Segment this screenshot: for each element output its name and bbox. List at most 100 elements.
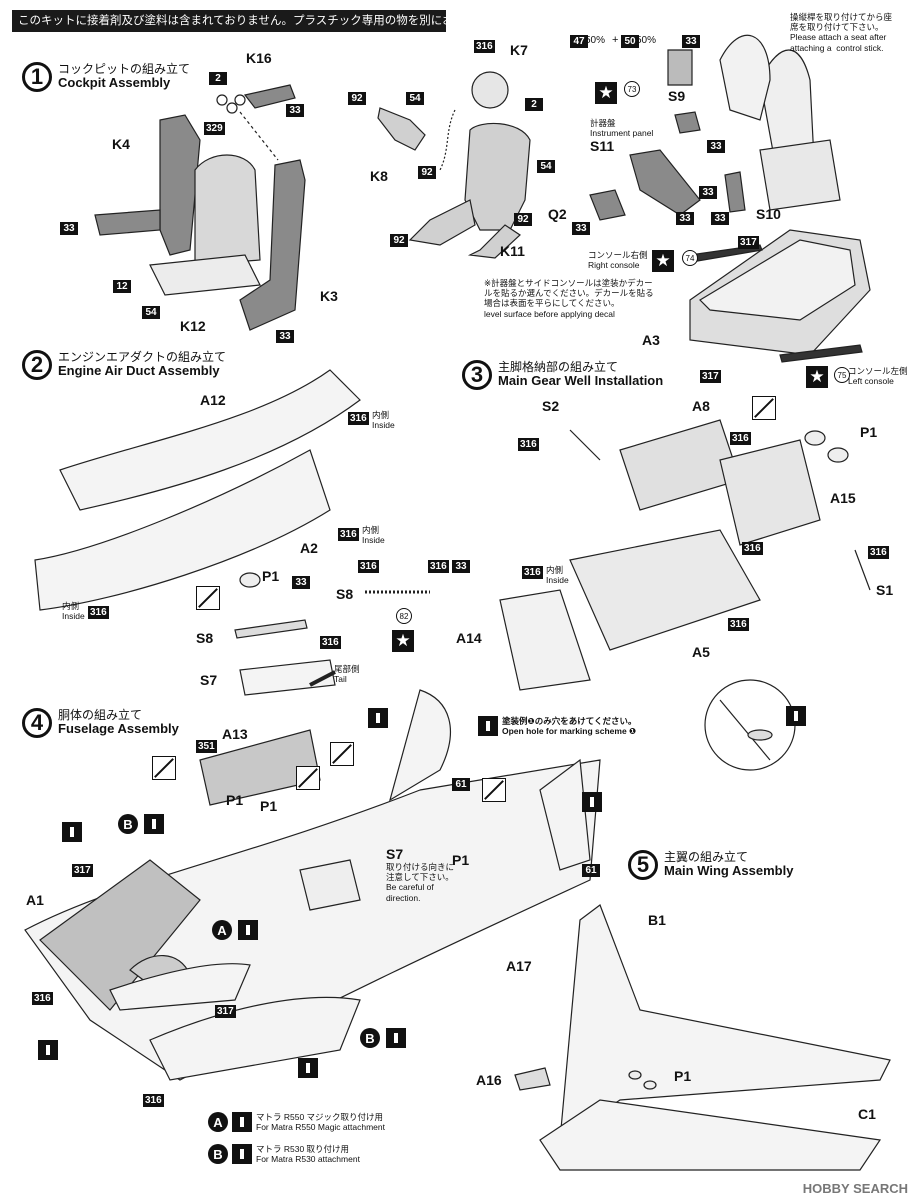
part-k16-shape xyxy=(243,84,296,109)
part-label: B1 xyxy=(648,912,666,928)
step-number: 4 xyxy=(22,708,52,738)
part-label: K11 xyxy=(500,243,525,259)
paint-code: 33 xyxy=(699,186,717,199)
inside-note: 内側 Inside xyxy=(372,410,395,431)
marker-b: B xyxy=(208,1144,228,1165)
inside-note: 内側 Inside xyxy=(62,601,85,622)
drill-hole-icon xyxy=(786,706,806,726)
seat-shape xyxy=(194,154,261,266)
marker-b: B xyxy=(118,814,138,834)
step-number: 3 xyxy=(462,360,492,390)
legend-a-text: マトラ R550 マジック取り付け用 For Matra R550 Magic … xyxy=(256,1112,385,1133)
part-label: C1 xyxy=(858,1106,876,1122)
step-title-en: Main Wing Assembly xyxy=(664,863,794,879)
part-label: K12 xyxy=(180,318,206,334)
paint-code: 92 xyxy=(348,92,366,105)
step-title-ja: 主脚格納部の組み立て xyxy=(498,359,619,374)
paint-code: 50 xyxy=(621,35,639,48)
paint-code: 316 xyxy=(88,606,109,619)
step-number: 5 xyxy=(628,850,658,880)
part-label: S8 xyxy=(196,630,214,646)
paint-code: 92 xyxy=(418,166,436,179)
paint-code: 54 xyxy=(142,306,160,319)
paint-code: 33 xyxy=(292,576,310,589)
paint-code: 316 xyxy=(143,1094,164,1107)
drill-hole-icon xyxy=(368,708,388,728)
drill-hole-icon xyxy=(62,822,82,842)
part-label: A14 xyxy=(456,630,482,646)
watermark: HOBBY SEARCH xyxy=(802,1181,908,1196)
paint-code: 61 xyxy=(582,864,600,877)
paint-code: 33 xyxy=(276,330,294,343)
part-label: S7 xyxy=(386,846,404,862)
part-label: S1 xyxy=(876,582,894,598)
part-a5-shape xyxy=(569,529,761,651)
paint-code: 92 xyxy=(514,213,532,226)
part-a15-shape xyxy=(719,439,821,546)
drill-hole-icon xyxy=(238,920,258,940)
paint-code: 316 xyxy=(32,992,53,1005)
legend-b: B マトラ R530 取り付け用 For Matra R530 attachme… xyxy=(208,1144,360,1165)
drill-hole-icon xyxy=(38,1040,58,1060)
paint-code: 351 xyxy=(196,740,217,753)
part-label: A17 xyxy=(506,958,532,974)
part-label: A12 xyxy=(200,392,226,408)
no-glue-icon xyxy=(152,756,176,780)
legend-a: A マトラ R550 マジック取り付け用 For Matra R550 Magi… xyxy=(208,1112,385,1133)
paint-code: 33 xyxy=(452,560,470,573)
decal-number: 74 xyxy=(682,250,698,266)
paint-code: 2 xyxy=(209,72,227,85)
direction-note: 取り付ける向きに 注意して下さい。 Be careful of directio… xyxy=(386,862,455,903)
part-label: P1 xyxy=(452,852,470,868)
paint-code: 316 xyxy=(728,618,749,631)
part-label: A5 xyxy=(692,644,710,660)
inside-note: 内側 Inside xyxy=(546,565,569,586)
paint-code: 316 xyxy=(742,542,763,555)
paint-code: 12 xyxy=(113,280,131,293)
part-label: K7 xyxy=(510,42,528,58)
instrument-panel-note: 計器盤 Instrument panel xyxy=(590,118,654,139)
inside-note: 内側 Inside xyxy=(362,525,385,546)
step-3-header: 3 主脚格納部の組み立て Main Gear Well Installation xyxy=(462,360,663,390)
paint-code: 316 xyxy=(338,528,359,541)
part-label: A13 xyxy=(222,726,248,742)
part-a2-shape xyxy=(34,449,331,611)
no-glue-icon xyxy=(296,766,320,790)
paint-code: 317 xyxy=(738,236,759,249)
drill-hole-icon xyxy=(232,1112,252,1133)
drill-hole-icon xyxy=(232,1144,252,1165)
marker-a: A xyxy=(208,1112,228,1133)
paint-code: 316 xyxy=(522,566,543,579)
decal-note: ※計器盤とサイドコンソールは塗装かデカー ルを貼るか選んでください。デカールを貼… xyxy=(484,278,654,319)
drill-hole-icon xyxy=(386,1028,406,1048)
part-label: K16 xyxy=(246,50,272,66)
step-title-en: Main Gear Well Installation xyxy=(498,373,664,389)
part-a13-shape xyxy=(199,729,321,806)
paint-code: 316 xyxy=(348,412,369,425)
paint-code: 33 xyxy=(286,104,304,117)
part-label: S8 xyxy=(336,586,354,602)
part-label: K4 xyxy=(112,136,130,152)
part-a12-shape xyxy=(59,369,361,511)
tail-note: 尾部側 Tail xyxy=(334,664,360,685)
step-2-header: 2 エンジンエアダクトの組み立て Engine Air Duct Assembl… xyxy=(22,350,226,380)
paint-code: 92 xyxy=(390,234,408,247)
step-number: 1 xyxy=(22,62,52,92)
right-console-note: コンソール右側 Right console xyxy=(588,250,648,271)
drill-hole-icon xyxy=(478,716,498,736)
step-title-en: Engine Air Duct Assembly xyxy=(58,363,220,379)
part-label: P1 xyxy=(260,798,278,814)
paint-code: 33 xyxy=(707,140,725,153)
paint-code: 317 xyxy=(215,1005,236,1018)
paint-code: 316 xyxy=(730,432,751,445)
paint-code: 54 xyxy=(406,92,424,105)
part-label: S10 xyxy=(756,206,781,222)
no-glue-icon xyxy=(196,586,220,610)
paint-code: 316 xyxy=(518,438,539,451)
part-a14-shape xyxy=(499,589,591,691)
paint-code: 316 xyxy=(320,636,341,649)
no-glue-icon xyxy=(482,778,506,802)
step-title-ja: 胴体の組み立て xyxy=(58,707,143,722)
drill-hole-icon xyxy=(298,1058,318,1078)
